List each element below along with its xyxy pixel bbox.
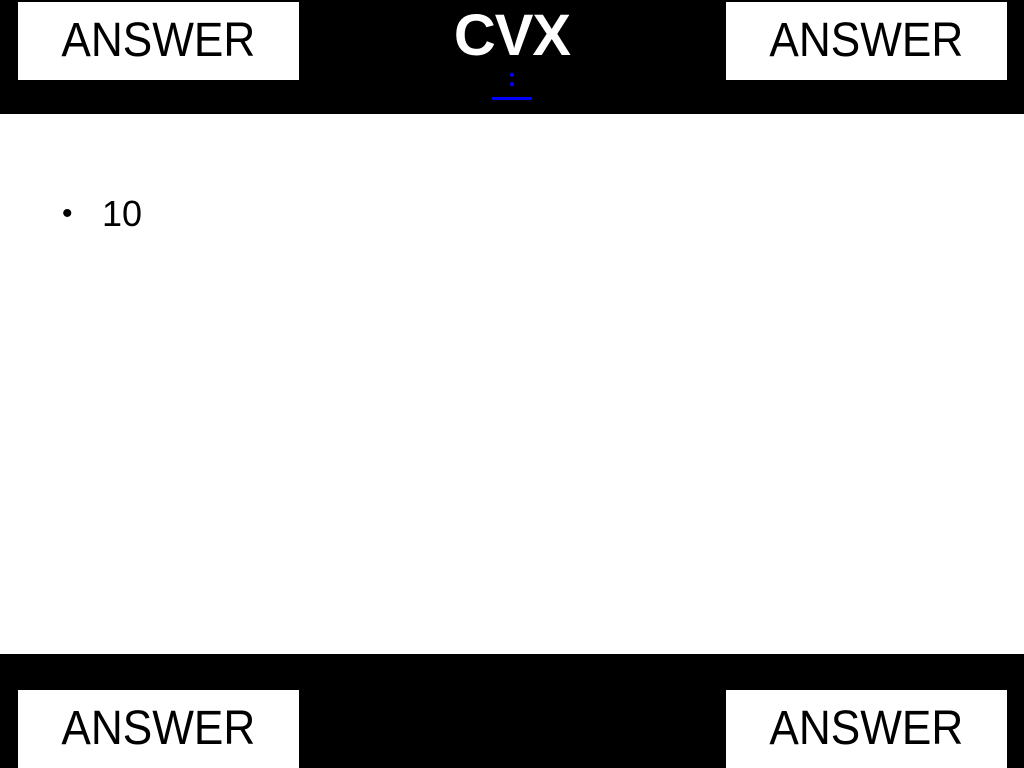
answer-button-top-left[interactable]: ANSWER	[18, 2, 299, 80]
answer-button-top-right[interactable]: ANSWER	[726, 2, 1007, 80]
answer-button-bottom-left[interactable]: ANSWER	[18, 690, 299, 768]
answer-button-label: ANSWER	[61, 702, 256, 755]
list-item: • 10	[60, 192, 960, 236]
list-item-text: 10	[102, 193, 143, 234]
answer-button-bottom-right[interactable]: ANSWER	[726, 690, 1007, 768]
answer-button-label: ANSWER	[61, 14, 256, 67]
page-title: CVX	[453, 3, 571, 68]
slide-content: • 10	[60, 192, 960, 236]
title-link[interactable]: :	[507, 62, 517, 92]
bullet-list: • 10	[60, 192, 960, 236]
bullet-icon: •	[62, 197, 73, 230]
answer-button-label: ANSWER	[769, 14, 964, 67]
title-link-underline	[492, 97, 532, 100]
answer-button-label: ANSWER	[769, 702, 964, 755]
